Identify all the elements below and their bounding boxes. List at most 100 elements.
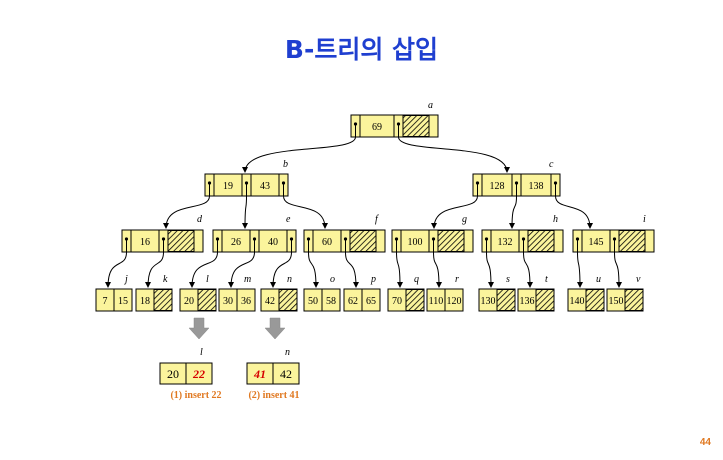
key-label: 30 — [223, 296, 233, 307]
key-label: 50 — [308, 296, 318, 307]
empty-key-slot — [167, 230, 195, 252]
key-label: 120 — [447, 296, 462, 307]
tree-edge — [509, 195, 517, 229]
key-label: 26 — [231, 237, 241, 248]
key-label: 36 — [241, 296, 251, 307]
key-label: 130 — [481, 296, 496, 307]
empty-key-slot — [527, 230, 555, 252]
empty-key-slot — [402, 115, 430, 137]
slide-title: B-트리의 삽입 — [284, 35, 439, 64]
key-label: 69 — [372, 122, 382, 133]
node-name: r — [455, 274, 459, 285]
tree-edge — [270, 251, 292, 288]
key-label: 58 — [326, 296, 336, 307]
empty-key-slot — [624, 289, 644, 311]
key-label: 42 — [265, 296, 275, 307]
node-name: l — [206, 274, 209, 285]
key-label: 62 — [348, 296, 358, 307]
key-label: 100 — [408, 237, 423, 248]
empty-key-slot — [437, 230, 465, 252]
leaf-node-m: 30 36 m — [218, 274, 256, 312]
key-label: 42 — [280, 367, 292, 381]
tree-edge — [163, 195, 210, 229]
key-label: 60 — [322, 237, 332, 248]
key-label: 136 — [520, 296, 535, 307]
node-name: o — [330, 274, 335, 285]
key-label: 18 — [140, 296, 150, 307]
node-name: s — [506, 274, 510, 285]
key-label: 16 — [140, 237, 150, 248]
inserted-key: 22 — [192, 367, 205, 381]
empty-key-slot — [153, 289, 173, 311]
down-arrow-icon — [264, 317, 286, 340]
tree-edge — [398, 136, 510, 173]
key-label: 43 — [260, 181, 270, 192]
tree-edge — [523, 251, 533, 288]
node-name: c — [549, 159, 554, 170]
leaf-node-k: 18k — [135, 274, 173, 312]
empty-key-slot — [278, 289, 298, 311]
empty-key-slot — [197, 289, 217, 311]
tree-edge — [105, 251, 127, 288]
key-label: 40 — [268, 237, 278, 248]
page-number: 44 — [699, 437, 711, 448]
tree-edge — [431, 195, 478, 229]
leaf-node-t: 136 t — [517, 274, 555, 312]
node-name: v — [636, 274, 641, 285]
key-label: 145 — [589, 237, 604, 248]
leaf-node-l: 20l — [179, 274, 217, 312]
tree-edge — [486, 251, 494, 288]
internal-node-h: 132 h — [481, 214, 564, 253]
empty-key-slot — [618, 230, 646, 252]
tree-edge — [433, 251, 442, 288]
leaf-node-o: 50 58 o — [303, 274, 341, 312]
node-name: h — [553, 214, 558, 225]
node-name: u — [596, 274, 601, 285]
tree-edge — [576, 251, 583, 288]
tree-edge — [308, 251, 319, 288]
node-name: f — [375, 214, 379, 225]
node-name: j — [123, 274, 128, 285]
key-label: 70 — [392, 296, 402, 307]
tree-edge — [242, 195, 249, 229]
key-label: 132 — [498, 237, 513, 248]
key-label: 65 — [366, 296, 376, 307]
down-arrow-icon — [188, 317, 210, 340]
tree-edge — [396, 251, 403, 288]
tree-edge — [614, 251, 622, 288]
node-name: m — [244, 274, 251, 285]
leaf-node-p: 62 65 p — [343, 274, 381, 312]
node-name: e — [286, 214, 291, 225]
node-name: n — [285, 347, 290, 358]
insert-caption: (1) insert 22 — [170, 390, 221, 401]
tree-edge — [345, 251, 359, 288]
internal-node-f: 60 f — [303, 214, 386, 253]
empty-key-slot — [349, 230, 377, 252]
node-name: p — [370, 274, 376, 285]
node-name: l — [200, 347, 203, 358]
tree-edge — [283, 195, 328, 229]
node-name: d — [197, 214, 203, 225]
tree-edge — [555, 195, 593, 229]
node-name: n — [287, 274, 292, 285]
tree-edge — [242, 136, 356, 173]
tree-edge — [189, 251, 218, 288]
tree-edge — [145, 251, 164, 288]
leaf-node-q: 70q — [387, 274, 425, 312]
internal-node-a: 69a — [350, 100, 439, 138]
empty-key-slot — [405, 289, 425, 311]
empty-key-slot — [496, 289, 516, 311]
empty-key-slot — [585, 289, 605, 311]
internal-node-d: 16 d — [121, 214, 204, 253]
node-name: t — [545, 274, 548, 285]
